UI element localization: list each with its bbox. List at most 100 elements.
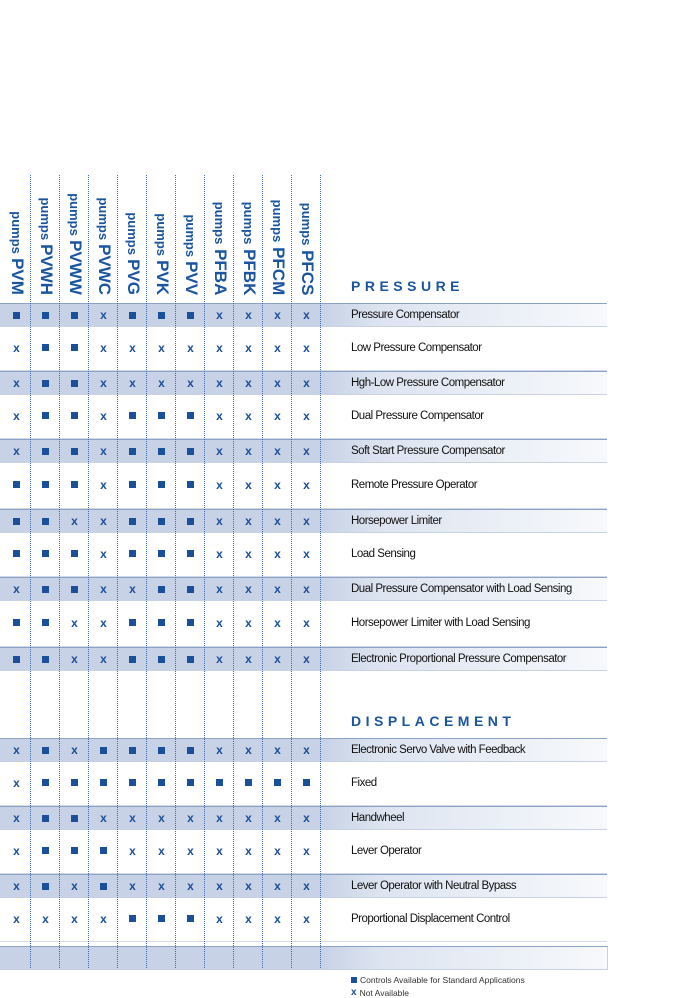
table-cell: x: [205, 828, 234, 873]
column-header: PVK pumps: [147, 175, 176, 295]
available-square-icon: [42, 379, 49, 387]
available-square-icon: [187, 311, 194, 319]
available-square-icon: [100, 779, 107, 786]
not-available-mark: x: [187, 843, 194, 858]
available-square-icon: [42, 517, 49, 525]
column-header: PFBA pumps: [205, 175, 234, 295]
available-square-icon: [187, 447, 194, 455]
available-square-icon: [71, 311, 78, 319]
table-cell: x: [263, 393, 292, 438]
available-square-icon: [216, 779, 223, 786]
not-available-mark: x: [216, 811, 223, 825]
available-square-icon: [42, 585, 49, 593]
not-available-mark: x: [100, 582, 107, 596]
table-cell: x: [205, 393, 234, 438]
not-available-mark: x: [303, 582, 310, 596]
row-label: Soft Start Pressure Compensator: [351, 445, 505, 457]
column-header: PVWH pumps: [31, 175, 60, 295]
table-cell: x: [292, 599, 321, 646]
not-available-mark: x: [100, 376, 107, 390]
table-cell: [147, 304, 176, 326]
available-square-icon: [71, 447, 78, 455]
column-name: PVG: [123, 259, 143, 295]
available-square-icon: [42, 655, 49, 663]
not-available-mark: x: [303, 444, 310, 458]
table-cell: [31, 440, 60, 462]
table-cell: [118, 531, 147, 576]
not-available-mark: x: [100, 615, 107, 630]
not-available-mark: x: [13, 743, 20, 757]
table-cell: [60, 461, 89, 508]
not-available-mark: x: [274, 308, 281, 322]
table-cell: x: [2, 807, 31, 829]
not-available-mark: x: [245, 743, 252, 757]
column-divider: [146, 175, 147, 968]
table-cell: [118, 760, 147, 805]
table-cell: x: [234, 828, 263, 873]
row-label: Load Sensing: [351, 547, 416, 560]
not-available-mark: x: [13, 408, 20, 423]
row-label: Proportional Displacement Control: [351, 912, 510, 925]
not-available-mark: x: [100, 546, 107, 561]
table-cell: x: [205, 648, 234, 670]
not-available-mark: x: [351, 987, 357, 998]
table-cell: x: [147, 828, 176, 873]
not-available-mark: x: [13, 911, 20, 926]
not-available-mark: x: [216, 843, 223, 858]
table-cell: x: [292, 372, 321, 394]
available-square-icon: [129, 655, 136, 663]
table-cell: x: [263, 510, 292, 532]
available-square-icon: [158, 779, 165, 786]
not-available-mark: x: [100, 340, 107, 355]
not-available-mark: x: [245, 582, 252, 596]
available-square-icon: [158, 517, 165, 525]
table-cell: x: [205, 325, 234, 370]
column-suffix: pumps: [240, 201, 256, 245]
not-available-mark: x: [187, 376, 194, 390]
available-square-icon: [129, 746, 136, 754]
table-cell: x: [234, 739, 263, 761]
column-header: PFCS pumps: [292, 175, 321, 295]
not-available-mark: x: [274, 879, 281, 893]
table-cell: x: [263, 739, 292, 761]
available-square-icon: [71, 379, 78, 387]
table-cell: x: [60, 896, 89, 941]
column-suffix: pumps: [66, 193, 82, 236]
table-cell: x: [60, 510, 89, 532]
table-cell: [118, 896, 147, 941]
column-header-text: PVWW pumps: [65, 193, 85, 295]
table-cell: x: [89, 440, 118, 462]
not-available-mark: x: [13, 376, 20, 390]
table-cell: [176, 760, 205, 805]
legend-not-available-text: Not Available: [359, 988, 410, 998]
not-available-mark: x: [100, 408, 107, 423]
table-cell: x: [147, 325, 176, 370]
table-cell: [31, 461, 60, 508]
not-available-mark: x: [303, 743, 310, 757]
table-cell: x: [2, 393, 31, 438]
table-cell: x: [234, 599, 263, 646]
table-cell: x: [205, 372, 234, 394]
not-available-mark: x: [274, 376, 281, 390]
column-header-text: PFBA pumps: [210, 202, 230, 295]
table-cell: x: [292, 510, 321, 532]
not-available-mark: x: [245, 811, 252, 825]
table-cell: x: [2, 578, 31, 600]
column-header: PVM pumps: [2, 175, 31, 295]
table-cell: [147, 648, 176, 670]
not-available-mark: x: [129, 811, 136, 825]
table-cell: x: [176, 828, 205, 873]
column-header-text: PFBK pumps: [239, 202, 259, 295]
table-cell: [60, 828, 89, 873]
column-header-text: PVG pumps: [123, 212, 143, 295]
table-cell: [118, 739, 147, 761]
not-available-mark: x: [303, 652, 310, 666]
table-cell: x: [176, 875, 205, 897]
table-cell: [2, 304, 31, 326]
table-cell: [31, 807, 60, 829]
column-divider: [291, 175, 292, 968]
